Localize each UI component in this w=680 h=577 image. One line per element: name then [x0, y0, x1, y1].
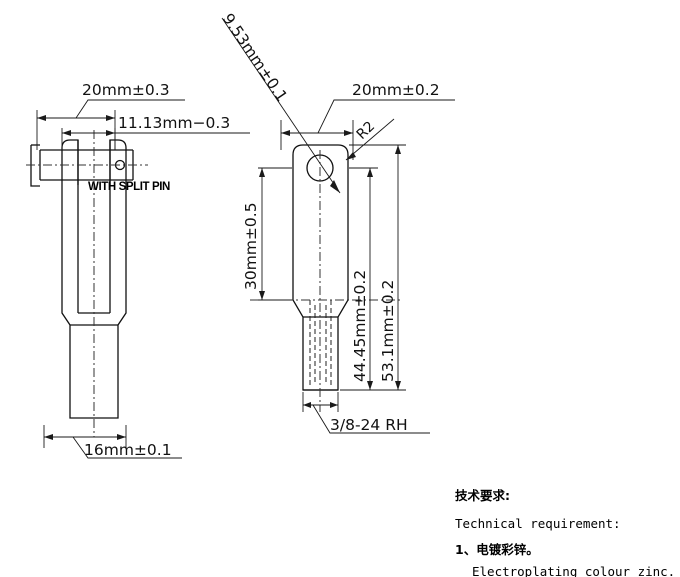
split-pin-label: WITH SPLIT PIN: [88, 181, 170, 193]
side-thread-spec-label: 3/8-24 RH: [330, 416, 408, 434]
front-head-width-label: 20mm±0.3: [82, 81, 170, 99]
dim-front-slot-width: 11.13mm−0.3: [61, 114, 250, 150]
dim-front-head-width: 20mm±0.3: [36, 81, 185, 150]
technical-requirement-notes: 技术要求: Technical requirement: 1、电镀彩锌。 Ele…: [455, 488, 675, 577]
dim-side-body-length: 44.45mm±0.2: [340, 167, 378, 391]
side-view-geometry: [250, 144, 400, 412]
front-split-pin-note: WITH SPLIT PIN: [88, 181, 170, 193]
side-overall-length-label: 53.1mm±0.2: [379, 280, 397, 382]
front-slot-width-label: 11.13mm−0.3: [118, 114, 230, 132]
side-hole-height-label: 30mm±0.5: [242, 202, 260, 290]
notes-item1-cn: 1、电镀彩锌。: [455, 542, 539, 557]
dim-side-overall-length: 53.1mm±0.2: [340, 144, 406, 391]
side-corner-radius-label: R2: [354, 118, 379, 142]
dim-front-shank-width: 16mm±0.1: [43, 425, 182, 459]
notes-item1-en: Electroplating colour zinc.: [472, 564, 675, 577]
notes-heading-en: Technical requirement:: [455, 516, 621, 531]
dim-side-thread-spec: 3/8-24 RH: [302, 392, 430, 434]
side-head-width-label: 20mm±0.2: [352, 81, 440, 99]
dim-side-hole-diameter: 9.53mm±0.1: [219, 10, 341, 194]
side-hole-diameter-label: 9.53mm±0.1: [219, 10, 291, 105]
front-view-geometry: [26, 130, 148, 437]
notes-heading-cn: 技术要求:: [455, 488, 510, 503]
dim-side-hole-height: 30mm±0.5: [242, 167, 292, 301]
front-shank-width-label: 16mm±0.1: [84, 441, 172, 459]
side-body-length-label: 44.45mm±0.2: [351, 270, 369, 382]
dim-side-head-width: 20mm±0.2: [280, 81, 455, 160]
